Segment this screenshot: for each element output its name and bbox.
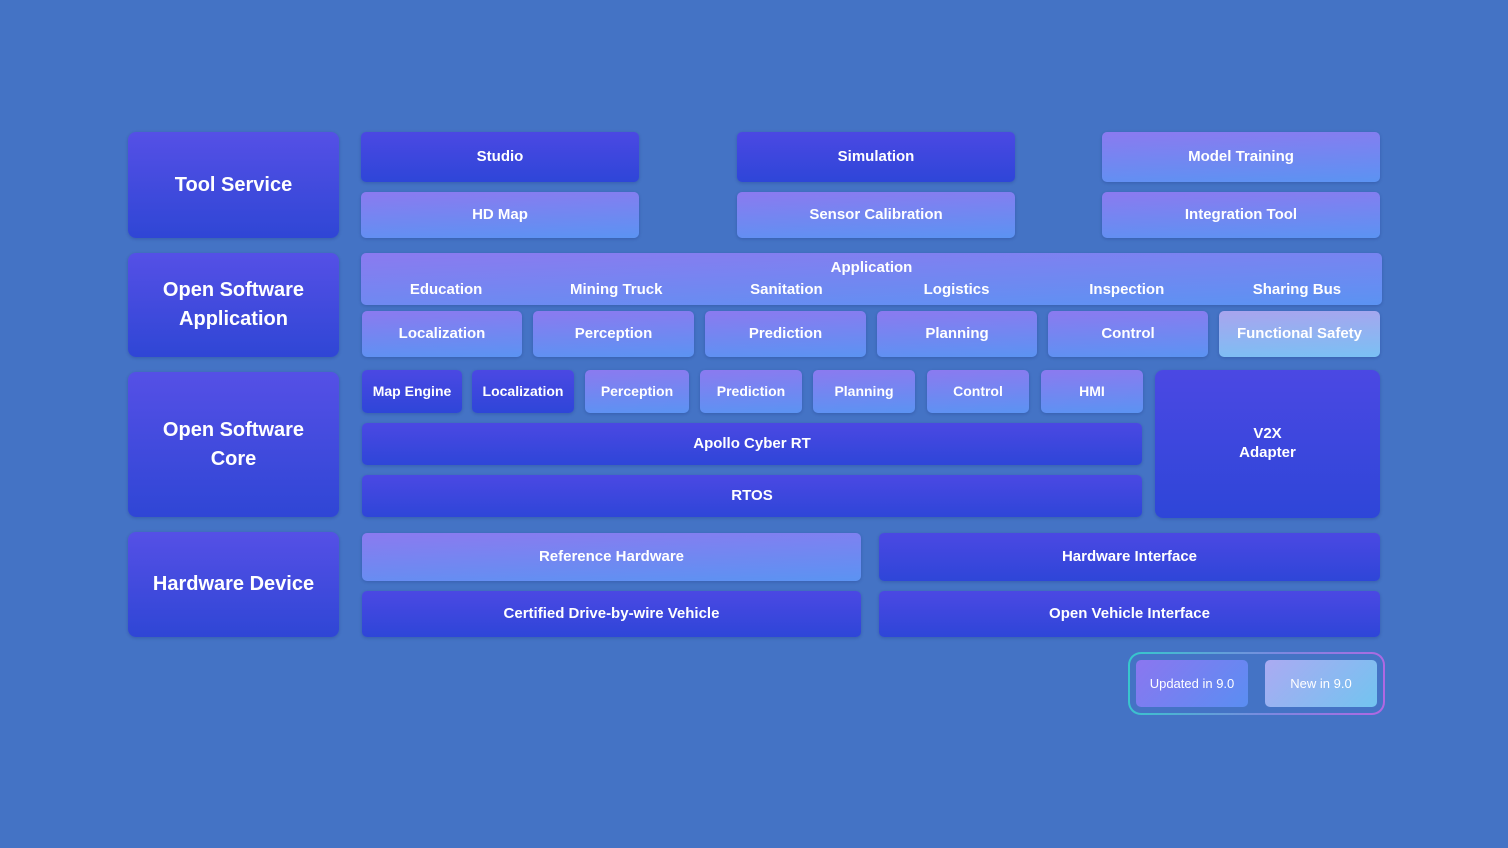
box-label: Localization (482, 382, 564, 399)
domain-education: Education (409, 280, 483, 298)
legend-label: Updated in 9.0 (1149, 676, 1235, 691)
box-label: RTOS (731, 486, 773, 504)
box-label: Certified Drive-by-wire Vehicle (503, 604, 720, 622)
box-app-perception: Perception (533, 311, 694, 357)
box-core-prediction: Prediction (700, 370, 802, 413)
box-label: HD Map (472, 205, 528, 223)
box-label: Prediction (748, 324, 823, 342)
box-app-localization: Localization (362, 311, 522, 357)
box-label: Perception (574, 324, 653, 342)
domain-sanitation: Sanitation (750, 280, 823, 298)
box-core-hmi: HMI (1041, 370, 1143, 413)
box-app-planning: Planning (877, 311, 1037, 357)
box-studio: Studio (361, 132, 639, 182)
box-core-localization: Localization (472, 370, 574, 413)
box-integration-tool: Integration Tool (1102, 192, 1380, 238)
box-label: Control (1101, 324, 1155, 342)
box-apollo-cyber-rt: Apollo Cyber RT (362, 423, 1142, 465)
box-label: Hardware Interface (1061, 547, 1198, 565)
box-label: Prediction (716, 382, 786, 399)
domain-sharing-bus: Sharing Bus (1252, 280, 1342, 298)
box-certified-drive-by-wire-vehicle: Certified Drive-by-wire Vehicle (362, 591, 861, 637)
box-core-control: Control (927, 370, 1029, 413)
box-label: Open Vehicle Interface (1049, 604, 1210, 622)
box-core-map-engine: Map Engine (362, 370, 462, 413)
box-hd-map: HD Map (361, 192, 639, 238)
box-label: Planning (834, 382, 894, 399)
box-label: Localization (398, 324, 486, 342)
application-title: Application (830, 259, 913, 276)
legend-label: New in 9.0 (1290, 676, 1352, 691)
box-core-planning: Planning (813, 370, 915, 413)
box-application-banner: Application Education Mining Truck Sanit… (361, 253, 1382, 305)
category-tool-service: Tool Service (128, 132, 339, 238)
box-app-control: Control (1048, 311, 1208, 357)
box-app-functional-safety: Functional Safety (1219, 311, 1380, 357)
box-simulation: Simulation (737, 132, 1015, 182)
box-label: Planning (925, 324, 989, 342)
legend: Updated in 9.0 New in 9.0 (1128, 652, 1385, 715)
box-hardware-interface: Hardware Interface (879, 533, 1380, 581)
box-label: Integration Tool (1184, 205, 1298, 223)
box-open-vehicle-interface: Open Vehicle Interface (879, 591, 1380, 637)
domain-mining-truck: Mining Truck (569, 280, 663, 298)
domain-inspection: Inspection (1089, 280, 1165, 298)
box-label: Control (953, 382, 1003, 399)
box-core-perception: Perception (585, 370, 689, 413)
box-sensor-calibration: Sensor Calibration (737, 192, 1015, 238)
v2x-line2: Adapter (1239, 444, 1296, 461)
legend-chip-updated: Updated in 9.0 (1136, 660, 1248, 707)
box-model-training: Model Training (1102, 132, 1380, 182)
category-label: Tool Service (174, 173, 293, 196)
box-label: HMI (1079, 382, 1105, 399)
box-label: Map Engine (372, 382, 452, 399)
box-label: Functional Safety (1236, 324, 1363, 342)
category-open-software-application: Open Software Application (128, 253, 339, 357)
box-rtos: RTOS (362, 475, 1142, 517)
box-label: Sensor Calibration (809, 205, 943, 223)
category-open-software-core: Open Software Core (128, 372, 339, 517)
box-label: Apollo Cyber RT (693, 434, 811, 452)
category-label: Open Software Application (162, 279, 305, 330)
v2x-line1: V2X (1253, 425, 1282, 443)
box-reference-hardware: Reference Hardware (362, 533, 861, 581)
category-hardware-device: Hardware Device (128, 532, 339, 637)
category-label: Hardware Device (152, 573, 315, 595)
box-label: Studio (476, 147, 524, 165)
box-label: Reference Hardware (538, 547, 685, 565)
box-label: Perception (600, 382, 674, 399)
legend-chip-new: New in 9.0 (1265, 660, 1377, 707)
application-domains-row: Education Mining Truck Sanitation Logist… (361, 281, 1382, 300)
box-app-prediction: Prediction (705, 311, 866, 357)
category-label: Open Software Core (162, 418, 305, 470)
box-label: Simulation (837, 147, 915, 165)
box-label: Model Training (1188, 147, 1294, 165)
box-v2x-adapter: V2X Adapter (1155, 370, 1380, 518)
domain-logistics: Logistics (923, 280, 990, 298)
